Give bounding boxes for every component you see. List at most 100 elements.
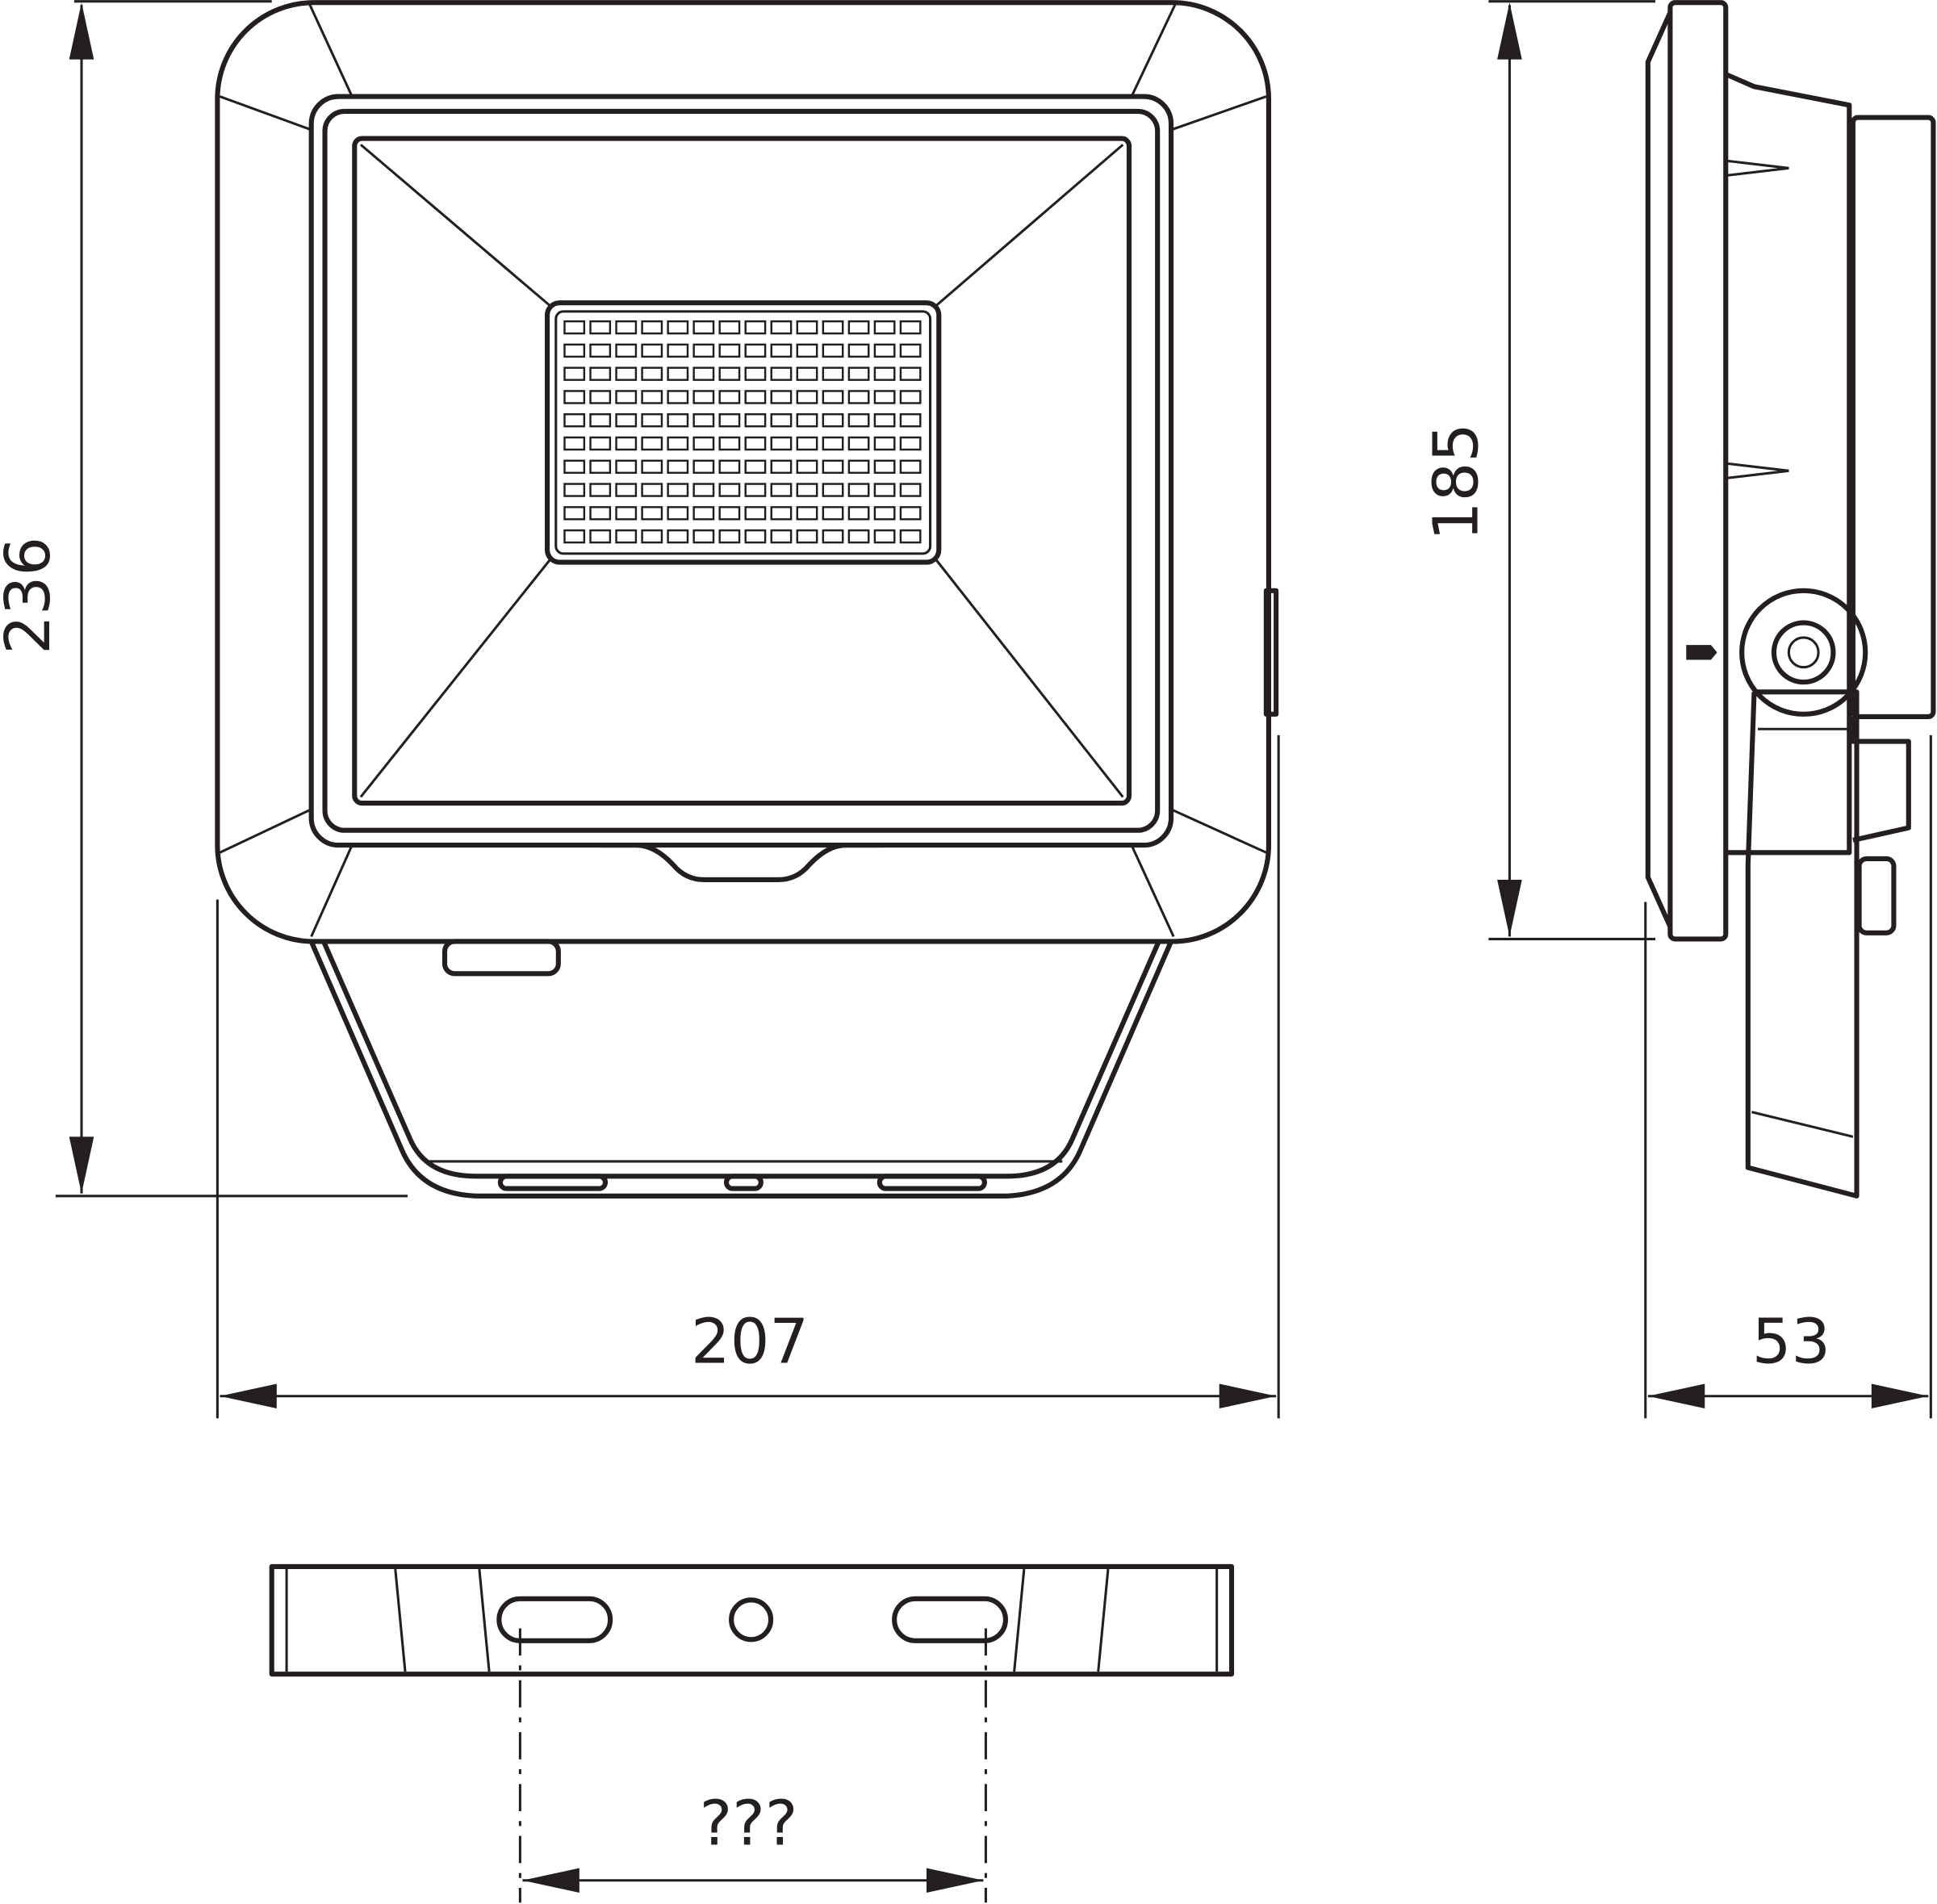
- led-chip: [873, 483, 896, 497]
- led-chip: [667, 506, 689, 521]
- led-chip: [563, 366, 586, 381]
- led-chip: [822, 436, 844, 451]
- dim-label-unknown: ???: [700, 1788, 798, 1860]
- led-chip: [770, 506, 793, 521]
- led-chip: [667, 366, 689, 381]
- led-chip: [718, 506, 741, 521]
- led-chip: [641, 320, 663, 335]
- led-chip: [692, 413, 715, 428]
- led-chip: [641, 436, 663, 451]
- led-chip: [667, 529, 689, 544]
- led-chip: [822, 320, 844, 335]
- led-chip: [667, 436, 689, 451]
- led-chip: [563, 436, 586, 451]
- led-chip: [873, 320, 896, 335]
- led-chip: [822, 529, 844, 544]
- led-chip: [770, 343, 793, 358]
- led-chip: [615, 320, 638, 335]
- led-board: [545, 300, 942, 565]
- led-chip: [641, 366, 663, 381]
- led-chip: [563, 529, 586, 544]
- led-chip: [873, 413, 896, 428]
- led-chip: [770, 436, 793, 451]
- led-chip: [796, 436, 818, 451]
- tilt-knob: [1739, 588, 1868, 717]
- led-chip: [873, 529, 896, 544]
- side-view: [1645, 0, 1936, 1199]
- led-chip: [796, 343, 818, 358]
- led-chip: [822, 413, 844, 428]
- led-chip: [744, 366, 767, 381]
- led-chip: [718, 343, 741, 358]
- side-heatsink: [1850, 115, 1936, 719]
- led-chip: [563, 506, 586, 521]
- mounting-slot-right: [892, 1596, 1008, 1643]
- led-chip: [899, 413, 922, 428]
- mounting-bracket: [308, 940, 1173, 1199]
- led-chip: [563, 459, 586, 474]
- led-chip: [847, 436, 870, 451]
- led-chip: [692, 506, 715, 521]
- led-chip: [589, 413, 612, 428]
- led-chip: [847, 483, 870, 497]
- led-chip: [718, 413, 741, 428]
- led-chip: [770, 320, 793, 335]
- led-chip: [667, 459, 689, 474]
- led-chip: [873, 506, 896, 521]
- led-chip: [615, 506, 638, 521]
- led-chip: [615, 366, 638, 381]
- led-chip: [822, 366, 844, 381]
- dim-label-236: 236: [0, 537, 65, 655]
- led-chip: [563, 413, 586, 428]
- led-chip: [615, 413, 638, 428]
- led-chip: [744, 483, 767, 497]
- led-chip: [873, 343, 896, 358]
- led-chip: [744, 390, 767, 404]
- cable-gland-tab: [441, 939, 561, 977]
- bezel-inner: [322, 108, 1161, 833]
- side-body: [1725, 72, 1852, 856]
- led-chip: [589, 483, 612, 497]
- led-chip: [718, 366, 741, 381]
- led-chip: [692, 483, 715, 497]
- led-chip: [822, 390, 844, 404]
- led-chip: [744, 320, 767, 335]
- led-chip: [589, 506, 612, 521]
- front-notch: [599, 843, 884, 883]
- led-chip: [589, 390, 612, 404]
- led-chip: [770, 483, 793, 497]
- led-chip: [718, 320, 741, 335]
- led-chip: [718, 459, 741, 474]
- led-chip: [641, 459, 663, 474]
- led-chip: [641, 390, 663, 404]
- led-chip: [744, 529, 767, 544]
- led-chip: [692, 390, 715, 404]
- led-chip: [692, 343, 715, 358]
- front-view: [215, 0, 1279, 1199]
- led-chip: [796, 320, 818, 335]
- side-front-frame: [1667, 0, 1729, 942]
- led-chip: [770, 390, 793, 404]
- mounting-slot-left: [496, 1596, 613, 1643]
- led-chip: [641, 483, 663, 497]
- led-chip: [847, 529, 870, 544]
- led-chip: [692, 320, 715, 335]
- led-chip: [847, 343, 870, 358]
- led-chip: [822, 459, 844, 474]
- dim-label-53: 53: [1752, 1306, 1830, 1378]
- led-chip: [847, 390, 870, 404]
- led-chip: [796, 506, 818, 521]
- led-chip: [641, 529, 663, 544]
- led-chip: [770, 529, 793, 544]
- led-chip: [770, 413, 793, 428]
- led-chip: [615, 343, 638, 358]
- led-chip: [899, 459, 922, 474]
- dimension-height-front: 236: [0, 0, 408, 1198]
- led-chip: [718, 483, 741, 497]
- led-chip: [796, 483, 818, 497]
- dimension-width-front: 207: [215, 734, 1280, 1419]
- led-chip: [641, 413, 663, 428]
- bottom-outline: [269, 1563, 1235, 1677]
- led-chip: [615, 483, 638, 497]
